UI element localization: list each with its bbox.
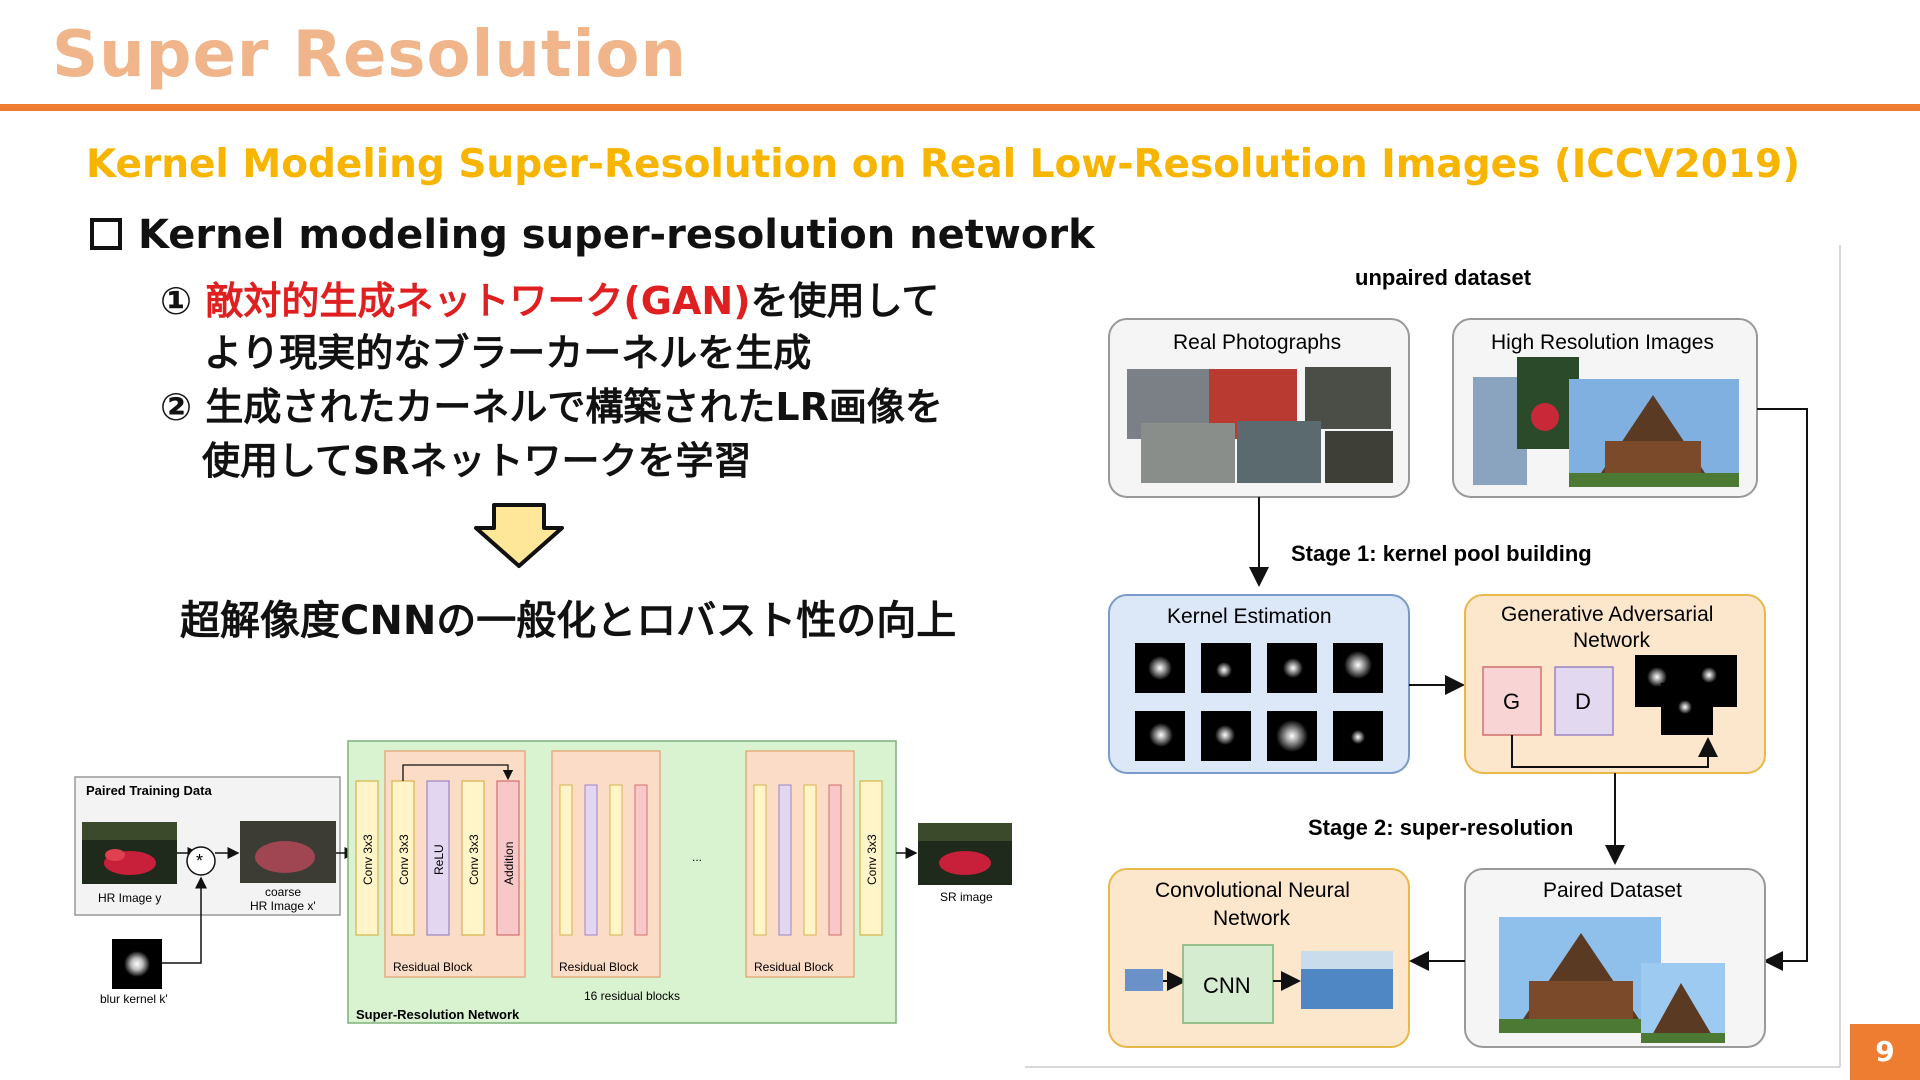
stage-1-label: Stage 1: kernel pool building — [1291, 541, 1592, 566]
cnn-label-2: Network — [1213, 907, 1291, 930]
ellipsis: ... — [692, 850, 702, 864]
stage-2-label: Stage 2: super-resolution — [1308, 815, 1573, 840]
slide-title: Super Resolution — [52, 18, 688, 92]
point-1-number: ① — [160, 279, 193, 323]
bullet-heading: Kernel modeling super-resolution network — [90, 212, 1095, 258]
conv-first-label: Conv 3x3 — [361, 834, 375, 885]
gan-label-2: Network — [1573, 629, 1651, 652]
slide-subtitle: Kernel Modeling Super-Resolution on Real… — [86, 142, 1801, 187]
paired-dataset-label: Paired Dataset — [1543, 879, 1682, 902]
hr-image-label: HR Image y — [98, 891, 161, 905]
paired-training-label: Paired Training Data — [86, 783, 212, 798]
point-2-line1: 生成されたカーネルで構築されたLR画像を — [205, 385, 943, 429]
hr-images-label: High Resolution Images — [1491, 331, 1714, 354]
point-1-line2: より現実的なブラーカーネルを生成 — [204, 331, 812, 375]
page-number: 9 — [1850, 1024, 1920, 1080]
cnn-inner-box — [1182, 944, 1274, 1024]
point-1: ① 敵対的生成ネットワーク(GAN)を使用して — [160, 270, 939, 325]
real-photos-label: Real Photographs — [1173, 331, 1341, 354]
rb1-relu: ReLU — [432, 844, 446, 875]
rb1-conv-b: Conv 3x3 — [467, 834, 481, 885]
kernel-sr-network-diagram: Paired Training Data HR Image y * coarse… — [74, 740, 1012, 1024]
conv-last-label: Conv 3x3 — [865, 834, 879, 885]
point-2: ② 生成されたカーネルで構築されたLR画像を — [160, 376, 943, 431]
discriminator-box — [1554, 666, 1614, 736]
residual-count-label: 16 residual blocks — [584, 989, 680, 1003]
point-1-rest: を使用して — [750, 279, 940, 323]
cnn-inner-label: CNN — [1203, 973, 1251, 998]
discriminator-label: D — [1575, 689, 1591, 714]
unpaired-dataset-label: unpaired dataset — [1355, 265, 1532, 290]
checkbox-square-icon — [90, 218, 122, 250]
generator-label: G — [1503, 689, 1520, 714]
down-arrow-icon — [474, 503, 564, 568]
kernel-grid — [1135, 643, 1383, 761]
sr-image-label: SR image — [940, 890, 993, 904]
result-text: 超解像度CNNの一般化とロバスト性の向上 — [180, 598, 957, 644]
rb1-conv-a: Conv 3x3 — [397, 834, 411, 885]
rb1-label: Residual Block — [393, 960, 473, 974]
generator-box — [1482, 666, 1542, 736]
point-2-number: ② — [160, 385, 193, 429]
point-2-line2: 使用してSRネットワークを学習 — [202, 439, 752, 483]
convolve-symbol: * — [196, 851, 203, 871]
title-underline — [0, 104, 1920, 111]
coarse-label: coarse — [265, 885, 301, 899]
rb3-label: Residual Block — [754, 960, 834, 974]
sr-network-label: Super-Resolution Network — [356, 1007, 520, 1022]
rb2-label: Residual Block — [559, 960, 639, 974]
convolve-operator — [186, 846, 216, 876]
cnn-label-1: Convolutional Neural — [1155, 879, 1350, 902]
rb1-addition: Addition — [502, 842, 516, 885]
point-1-highlight: 敵対的生成ネットワーク(GAN) — [205, 279, 751, 323]
kernel-pipeline-diagram: unpaired dataset Real Photographs High R… — [1025, 245, 1841, 1068]
blur-kernel-label: blur kernel k' — [100, 992, 168, 1006]
kernel-estimation-label: Kernel Estimation — [1167, 605, 1332, 628]
gan-label-1: Generative Adversarial — [1501, 603, 1713, 626]
coarse-hr-label: HR Image x' — [250, 899, 316, 913]
bullet-heading-text: Kernel modeling super-resolution network — [138, 212, 1095, 258]
